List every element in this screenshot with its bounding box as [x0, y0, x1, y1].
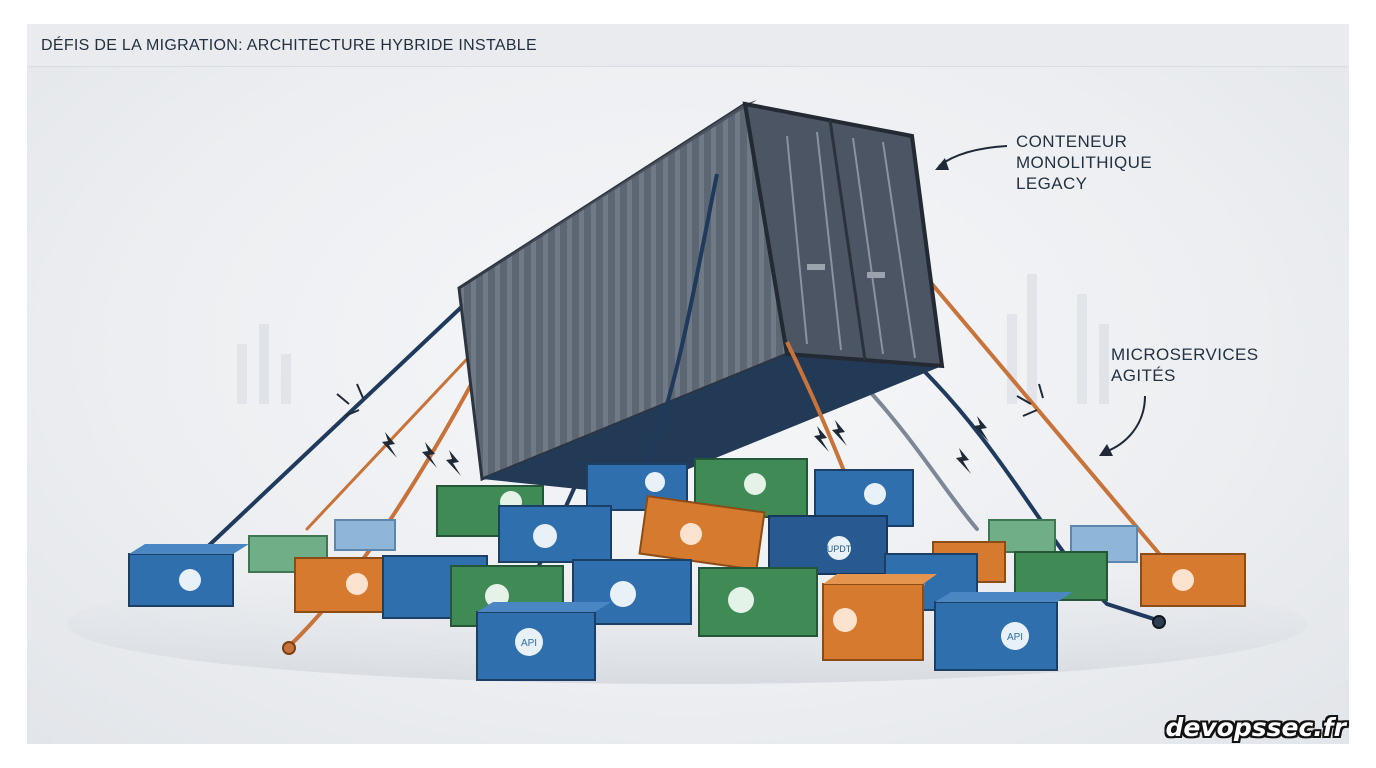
monolith-label-line-3: LEGACY — [1016, 174, 1088, 193]
diagram-frame: Défis de la migration: Architecture hybr… — [27, 24, 1349, 744]
container-navy-update: UPDT — [768, 515, 888, 575]
cable-anchors — [282, 615, 1166, 655]
scene-illustration: UPDT — [67, 100, 1307, 684]
microservices-label-line-2: AGITÉS — [1111, 366, 1176, 385]
container-orange-left — [294, 557, 388, 613]
container-blue-arrow — [498, 505, 612, 563]
monolith-label: CONTENEUR MONOLITHIQUE LEGACY — [1016, 131, 1152, 194]
monolith-container — [457, 100, 945, 595]
badge-update: UPDT — [827, 544, 852, 554]
container-blue-db-left — [128, 544, 249, 607]
container-green-server — [694, 458, 808, 518]
monolith-label-line-1: CONTENEUR — [1016, 132, 1128, 151]
container-lightblue-back — [334, 519, 396, 551]
badge-api-front-right: API — [1007, 632, 1023, 643]
cable-left-dark — [200, 262, 509, 554]
microservice-containers: UPDT — [128, 458, 1246, 681]
microservices-label: MICROSERVICES AGITÉS — [1111, 344, 1259, 386]
arrow-monolith — [938, 145, 1008, 167]
cable-right-grey — [870, 392, 979, 531]
microservices-label-line-1: MICROSERVICES — [1111, 345, 1259, 364]
container-orange-far-right — [1140, 553, 1246, 607]
container-green-gears-front — [698, 567, 818, 637]
container-blue-api-front-right: API — [934, 592, 1073, 671]
monolith-label-line-2: MONOLITHIQUE — [1016, 153, 1153, 172]
arrow-microservices — [1104, 395, 1146, 453]
electric-sparks — [382, 416, 989, 476]
title-bar: Défis de la migration: Architecture hybr… — [27, 24, 1349, 67]
cable-break-sparks — [336, 383, 1044, 417]
page-title: Défis de la migration: Architecture hybr… — [41, 37, 537, 54]
watermark: devopssec.fr — [1165, 713, 1346, 742]
cable-right-orange — [930, 282, 1174, 571]
container-blue-api-front-left: API — [476, 602, 611, 681]
badge-api-front-left: API — [521, 638, 537, 649]
background-bars — [237, 274, 1109, 404]
annotation-arrows — [935, 145, 1146, 456]
container-orange-middle — [638, 494, 766, 572]
container-orange-gear-front — [822, 574, 937, 661]
